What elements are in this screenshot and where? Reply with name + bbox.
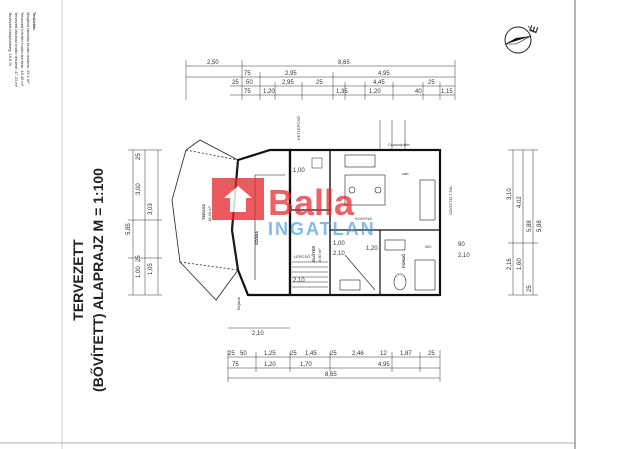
- right-dimension-labels: 3,10 4,02 5,88 5,88 2,16 1,60 25: [507, 188, 543, 292]
- column-label: Csúszópillér: [388, 142, 410, 147]
- room-terrace-area: 18,40 m²: [207, 206, 212, 222]
- room-labels: TERASZ 18,40 m² SZOBA ELŐTÉR 3,80 m² FÜR…: [201, 203, 432, 310]
- dim-label: 1,00: [136, 266, 142, 278]
- dim-label: 5,85: [126, 223, 132, 235]
- dim-label: 2,10: [333, 251, 345, 257]
- dim-label: 4,02: [517, 196, 523, 208]
- dim-label: 1,15: [441, 89, 453, 95]
- bottom-dimensions: [227, 350, 441, 382]
- watermark-logo: Balla INGATLAN: [212, 178, 376, 239]
- bathroom-fixtures: [339, 239, 436, 291]
- dim-label: 1,45: [305, 351, 317, 357]
- dim-label: 1,05: [148, 263, 154, 275]
- dim-label: 8,65: [325, 372, 337, 378]
- north-label: É: [527, 24, 542, 35]
- dim-label: 3,00: [136, 183, 142, 195]
- dim-label: 1,00: [333, 241, 345, 247]
- dim-label: 8,65: [338, 60, 350, 66]
- dim-label: 1,35: [336, 89, 348, 95]
- dim-label: 75: [244, 89, 251, 95]
- dim-label: 2,95: [282, 80, 294, 86]
- plan-title: TERVEZETT: [70, 239, 86, 321]
- inner-dimension-labels: 2,10 1,00 2,10 1,00 2,10 1,20 90 2,10: [228, 168, 470, 337]
- dim-label: 1,20: [264, 362, 276, 368]
- dim-label: 25: [428, 80, 435, 86]
- dim-label: 12: [380, 351, 387, 357]
- dim-label: 90: [458, 242, 465, 248]
- dim-label: 1,70: [300, 362, 312, 368]
- dim-label: 4,45: [373, 80, 385, 86]
- room-hall-area: 3,80 m²: [317, 248, 322, 262]
- dim-label: 50: [246, 80, 253, 86]
- dim-label: 1,20: [369, 89, 381, 95]
- dim-label: 25: [136, 255, 142, 262]
- dim-label: 40: [415, 89, 422, 95]
- dim-label: 25: [232, 80, 239, 86]
- dim-label: 50: [240, 351, 247, 357]
- legend-line: Meglévő lakóház bruttó területe: 25,1 m²: [26, 12, 31, 84]
- bottom-dimension-labels: 25 50 1,25 25 1,45 25 2,46 12 1,87 25 75…: [228, 351, 435, 378]
- dim-label: 25: [330, 351, 337, 357]
- top-dimension-labels: 2,50 8,65 75 2,95 4,95 25 50 2,95 25 4,4…: [207, 60, 453, 95]
- area-legend: Területek: Meglévő lakóház bruttó terüle…: [8, 12, 37, 88]
- legend-heading: Területek:: [32, 12, 37, 31]
- left-dimensions: [128, 149, 162, 296]
- dim-label: 1,20: [263, 89, 275, 95]
- north-arrow-icon: É: [504, 24, 542, 54]
- dim-label: 1,60: [517, 258, 523, 270]
- dim-label: 2,50: [207, 60, 219, 66]
- dim-label: 75: [232, 362, 239, 368]
- right-dimensions: [508, 149, 538, 296]
- dim-label: 5,88: [527, 220, 533, 232]
- dim-label: 1,00: [293, 168, 305, 174]
- dim-label: 25: [290, 351, 297, 357]
- dim-label: 2,10: [252, 331, 264, 337]
- dim-label: 1,20: [366, 246, 378, 252]
- dim-label: 5,88: [537, 220, 543, 232]
- room-hall: ELŐTÉR: [311, 246, 316, 262]
- room-wc: WC: [425, 244, 432, 249]
- kitchen-fixtures: [344, 154, 436, 221]
- dim-label: 75: [244, 71, 251, 77]
- vent-lines: [311, 120, 406, 169]
- title-line-2: (BŐVÍTETT) ALAPRAJZ M = 1:100: [89, 168, 106, 392]
- room-bath: FÜRDŐ: [401, 254, 406, 268]
- dim-label: 25: [228, 351, 235, 357]
- legend-line: Tervezett bővítés bruttó területe: 18,49…: [20, 12, 25, 87]
- dim-label: 25: [527, 285, 533, 292]
- wall-note: SZIGETELT FAL: [448, 185, 453, 215]
- legend-line: Tervezett beépítettség: 15,8 %: [8, 12, 13, 66]
- dim-label: 25: [136, 153, 142, 160]
- room-a: SZOBA: [254, 231, 259, 245]
- dim-label: 1,87: [400, 351, 412, 357]
- dim-label: 4,95: [378, 71, 390, 77]
- dim-label: 2,10: [458, 253, 470, 259]
- left-dimension-labels: 25 3,00 3,03 25 1,00 1,05 5,85: [126, 153, 154, 278]
- dim-label: 2,10: [293, 278, 305, 284]
- dim-label: 3,10: [507, 188, 513, 200]
- dim-label: 3,03: [148, 203, 154, 215]
- stair-icon: [292, 261, 328, 288]
- room-kitchen: KONYHA: [355, 216, 372, 221]
- dim-label: 4,95: [378, 362, 390, 368]
- dim-label: 1,25: [264, 351, 276, 357]
- dim-label: 25: [428, 351, 435, 357]
- top-dimensions: [185, 60, 456, 100]
- title-line-1: TERVEZETT: [70, 239, 86, 321]
- ladder-label: KETLEPCSŐ: [296, 116, 301, 140]
- watermark-sub: INGATLAN: [268, 219, 376, 239]
- misc-labels: KETLEPCSŐ Csúszópillér cab SZIGETELT FAL: [296, 116, 453, 215]
- dim-label: 2,16: [507, 258, 513, 270]
- dim-label: 2,95: [285, 71, 297, 77]
- dim-label: 2,46: [352, 351, 364, 357]
- room-entry: Bejárat: [236, 296, 241, 310]
- legend-line: Tervezett lakóház bruttó területe: 47,33…: [14, 12, 19, 88]
- plan-subtitle: (BŐVÍTETT) ALAPRAJZ M = 1:100: [89, 168, 106, 392]
- cab-label: cab: [402, 171, 409, 176]
- dim-label: 25: [316, 80, 323, 86]
- room-stair: LÉPCSŐ: [294, 254, 310, 259]
- room-terrace: TERASZ: [201, 203, 206, 220]
- watermark-brand: Balla: [268, 182, 355, 223]
